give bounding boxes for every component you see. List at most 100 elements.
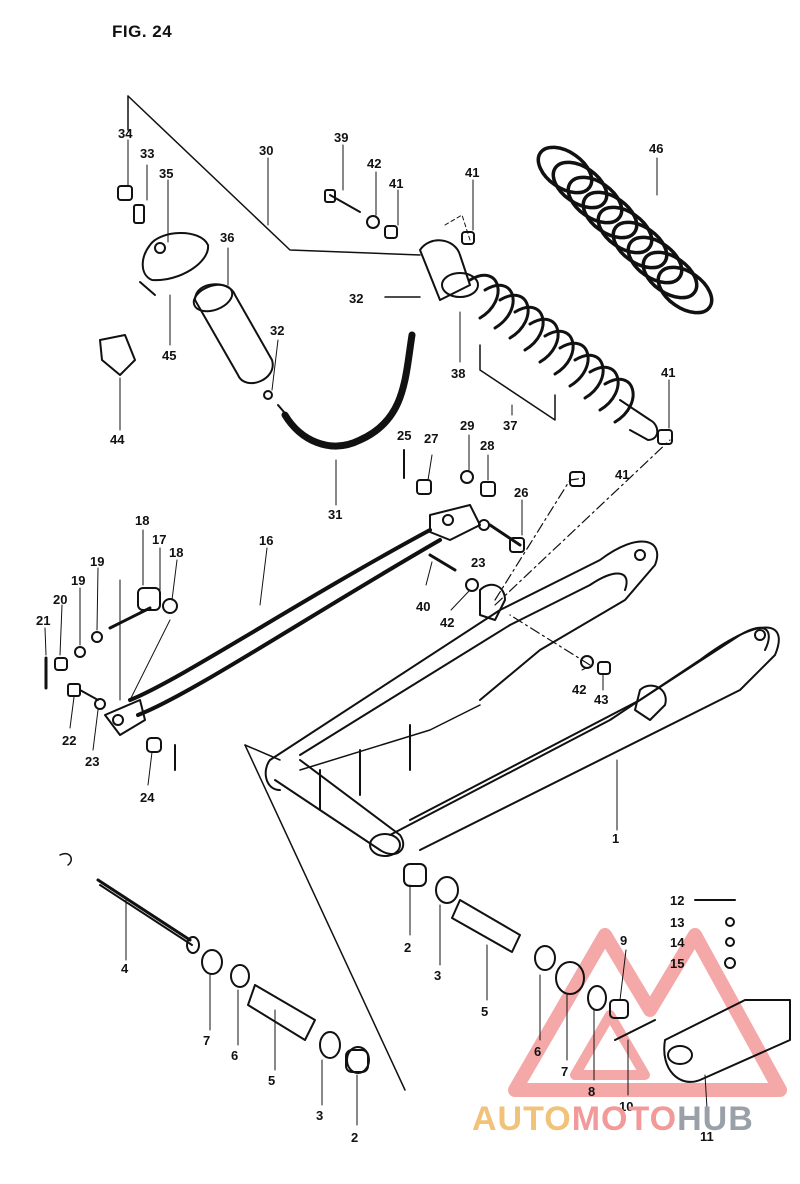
clamp-35 [139, 232, 210, 296]
callout-6b: 6 [231, 1048, 238, 1063]
callout-41c: 41 [661, 365, 675, 380]
callout-4: 4 [121, 961, 129, 976]
nut-41a [384, 225, 398, 239]
nut-43 [597, 661, 611, 675]
callout-3a: 3 [434, 968, 441, 983]
reservoir-36 [192, 283, 274, 385]
callout-41d: 41 [615, 467, 629, 482]
callout-19b: 19 [71, 573, 85, 588]
washer-29 [460, 470, 474, 484]
shock-absorber [419, 239, 659, 441]
callout-6a: 6 [534, 1044, 541, 1059]
callout-41a: 41 [389, 176, 403, 191]
washer-23b [94, 698, 106, 710]
callout-40: 40 [416, 599, 430, 614]
callout-20: 20 [53, 592, 67, 607]
seal-3a [319, 1031, 341, 1059]
bolt-33 [133, 204, 145, 224]
callout-45: 45 [162, 348, 176, 363]
washer-6b [534, 945, 556, 971]
callout-14: 14 [670, 935, 685, 950]
callout-7a: 7 [203, 1033, 210, 1048]
callout-42b: 42 [440, 615, 454, 630]
washer-14 [725, 937, 735, 947]
callout-42a: 42 [367, 156, 381, 171]
brand-part-auto: AUTO [472, 1100, 572, 1138]
callout-46: 46 [649, 141, 663, 156]
callout-19a: 19 [90, 554, 104, 569]
callout-44: 44 [110, 432, 125, 447]
watermark-brand: AUTOMOTOHUB [472, 1100, 754, 1139]
callout-15: 15 [670, 956, 684, 971]
callout-9: 9 [620, 933, 627, 948]
leader-30 [127, 95, 421, 256]
washer-23a [478, 519, 490, 531]
callout-35: 35 [159, 166, 173, 181]
callout-28: 28 [480, 438, 494, 453]
callout-5b: 5 [268, 1073, 275, 1088]
callout-13: 13 [670, 915, 684, 930]
callout-42c: 42 [572, 682, 586, 697]
callout-7b: 7 [561, 1064, 568, 1079]
callout-23a: 23 [471, 555, 485, 570]
brand-part-hub: HUB [677, 1100, 754, 1138]
callout-18b: 18 [169, 545, 183, 560]
figure-title: FIG. 24 [112, 22, 173, 41]
washer-42a [366, 215, 380, 229]
swing-arm-1 [264, 540, 780, 857]
nut-28 [480, 481, 496, 497]
callout-30: 30 [259, 143, 273, 158]
callout-37: 37 [503, 418, 517, 433]
bolt-22 [67, 683, 81, 697]
hose-31 [281, 331, 416, 450]
nut-15 [724, 957, 736, 969]
nut-27 [416, 479, 432, 495]
callout-5a: 5 [481, 1004, 488, 1019]
callout-17: 17 [152, 532, 166, 547]
callout-2a: 2 [404, 940, 411, 955]
seal-3b [435, 876, 459, 904]
callout-26: 26 [514, 485, 528, 500]
bracket-44 [99, 334, 136, 376]
nut-24 [146, 737, 162, 753]
nut-41b [461, 231, 475, 245]
bushing-5a [247, 984, 316, 1041]
washer-7a [201, 949, 223, 975]
bolt-10 [614, 1019, 656, 1041]
washer-42c [580, 655, 594, 669]
callout-36: 36 [220, 230, 234, 245]
washer-13 [725, 917, 735, 927]
nut-41d [569, 471, 585, 487]
callout-23b: 23 [85, 754, 99, 769]
callout-25: 25 [397, 428, 411, 443]
nut-20 [54, 657, 68, 671]
bolt-40 [428, 553, 457, 572]
nut-9 [609, 999, 629, 1019]
washer-19b [74, 646, 86, 658]
callout-27: 27 [424, 431, 438, 446]
washer-7b [555, 961, 585, 995]
callout-21: 21 [36, 613, 50, 628]
bolt-34 [117, 185, 133, 201]
bushing-5b [451, 899, 521, 953]
callout-18a: 18 [135, 513, 149, 528]
chain-adjuster-11 [663, 999, 791, 1083]
brand-part-moto: MOTO [571, 1100, 678, 1138]
callout-32a: 32 [349, 291, 363, 306]
spring-46 [536, 145, 714, 315]
washer-6a [230, 964, 250, 988]
callout-3b: 3 [316, 1108, 323, 1123]
bolt-17 [108, 606, 152, 630]
washer-8 [587, 985, 607, 1011]
callout-31: 31 [328, 507, 342, 522]
washer-19a [91, 631, 103, 643]
callout-11: 11 [700, 1129, 714, 1144]
callout-32b: 32 [270, 323, 284, 338]
callout-43: 43 [594, 692, 608, 707]
callout-39: 39 [334, 130, 348, 145]
callout-2b: 2 [351, 1130, 358, 1145]
callout-34: 34 [118, 126, 133, 141]
callout-10: 10 [619, 1099, 633, 1114]
